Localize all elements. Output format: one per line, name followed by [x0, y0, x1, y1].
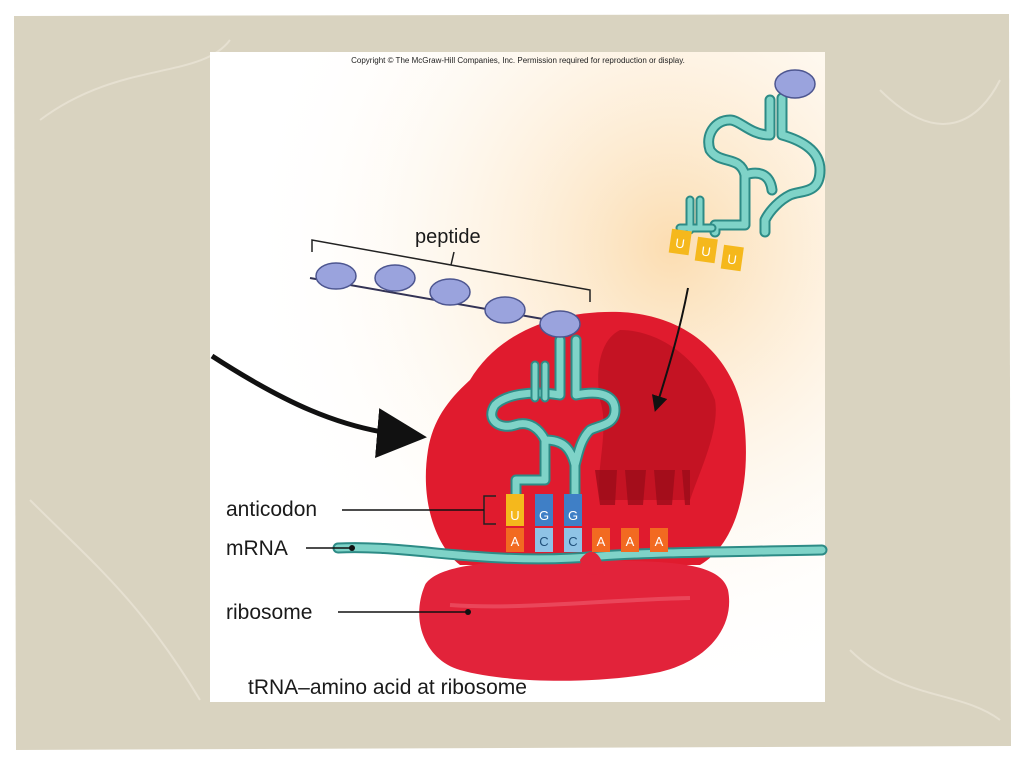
amino-acid	[539, 310, 581, 338]
amino-acid	[484, 296, 526, 324]
anticodon-base: U	[506, 494, 524, 526]
peptide-chain	[309, 262, 581, 338]
svg-text:A: A	[655, 534, 664, 549]
svg-text:C: C	[539, 534, 548, 549]
mrna-base: A	[592, 528, 610, 552]
incoming-trna	[675, 92, 826, 238]
mrna-base: A	[621, 528, 639, 552]
anticodon-base: G	[564, 494, 582, 526]
anticodon-base: G	[535, 494, 553, 526]
exit-arrow	[210, 353, 427, 458]
peptide-bracket	[311, 239, 591, 302]
ribosome-shadow	[598, 330, 716, 500]
mrna-base: C	[564, 528, 582, 552]
mrna-base: C	[535, 528, 553, 552]
bound-anticodon: U G G	[506, 494, 582, 526]
amino-acid	[315, 262, 357, 290]
ribosome-label: ribosome	[226, 601, 312, 624]
svg-text:U: U	[726, 251, 737, 267]
svg-text:G: G	[568, 508, 578, 523]
anticodon-base: U	[694, 236, 718, 264]
amino-acid	[429, 278, 471, 306]
svg-text:G: G	[539, 508, 549, 523]
anticodon-base: U	[668, 228, 692, 256]
svg-text:A: A	[597, 534, 606, 549]
svg-text:U: U	[674, 235, 685, 251]
peptide-label: peptide	[415, 226, 481, 248]
svg-text:U: U	[700, 243, 711, 259]
incoming-amino-acid	[774, 69, 816, 99]
svg-text:U: U	[510, 508, 519, 523]
copyright-notice: Copyright © The McGraw-Hill Companies, I…	[351, 56, 685, 65]
mrna-base: A	[650, 528, 668, 552]
mrna-label: mRNA	[226, 537, 288, 560]
mrna-base: A	[506, 528, 524, 552]
anticodon-base: U	[720, 244, 744, 272]
anticodon-label: anticodon	[226, 498, 317, 521]
bound-trna	[486, 334, 621, 506]
ribosome-small-subunit	[419, 560, 730, 681]
figure-caption: tRNA–amino acid at ribosome	[248, 676, 527, 699]
mrna-codons: A C C A A A	[506, 528, 668, 552]
svg-text:C: C	[568, 534, 577, 549]
ribosome-e-site-shadow	[595, 470, 690, 505]
amino-acid	[374, 264, 416, 292]
incoming-anticodon: U U U	[668, 228, 744, 272]
svg-text:A: A	[626, 534, 635, 549]
incoming-arrow	[651, 287, 689, 412]
svg-text:A: A	[511, 534, 520, 549]
